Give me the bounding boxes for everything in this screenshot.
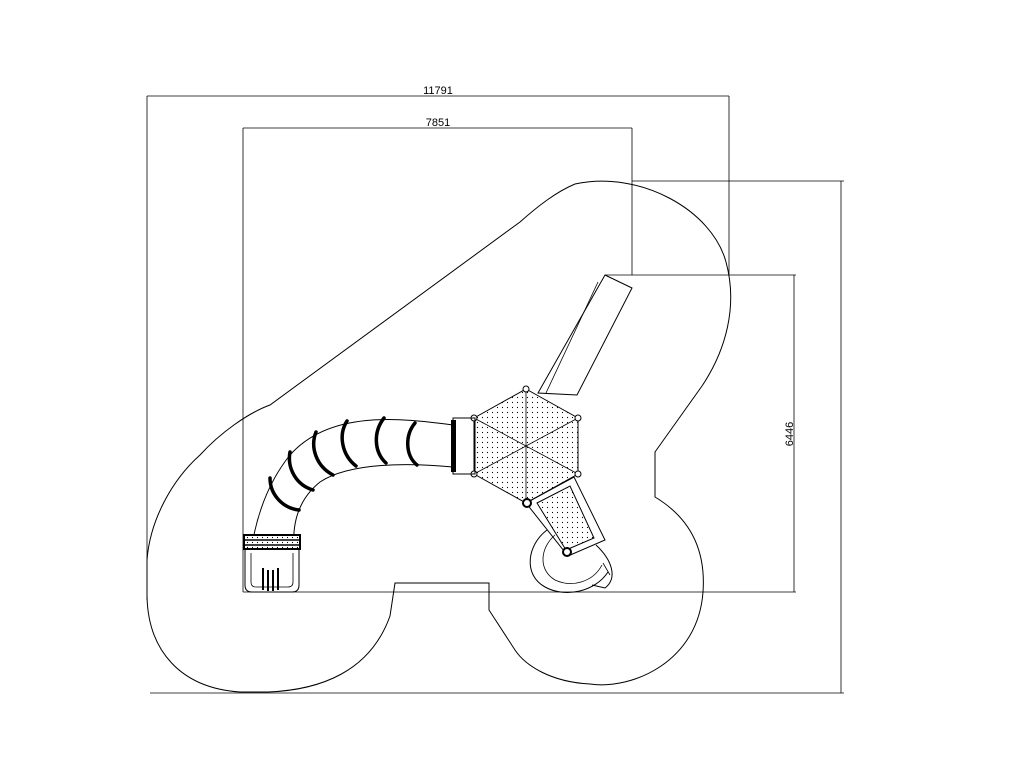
hexagonal-platform [470,385,582,507]
climbing-ramp [522,476,606,557]
safety-zone-outline [146,180,732,693]
dimension-label-overall-width: 11791 [423,85,453,97]
dimension-inner-height: 6446 [243,274,796,593]
tube-slide [251,416,454,549]
dimension-label-inner-height: 6446 [784,422,796,446]
dimension-inner-width: 7851 [242,117,633,592]
tube-slide-connector [451,417,476,475]
dimension-label-inner-width: 7851 [426,117,450,129]
slide-basin [529,529,613,593]
tube-slide-exit [243,534,301,593]
dimension-overall-height [150,180,844,694]
dimension-overall-width: 11791 [146,85,730,600]
straight-slide [537,274,633,396]
